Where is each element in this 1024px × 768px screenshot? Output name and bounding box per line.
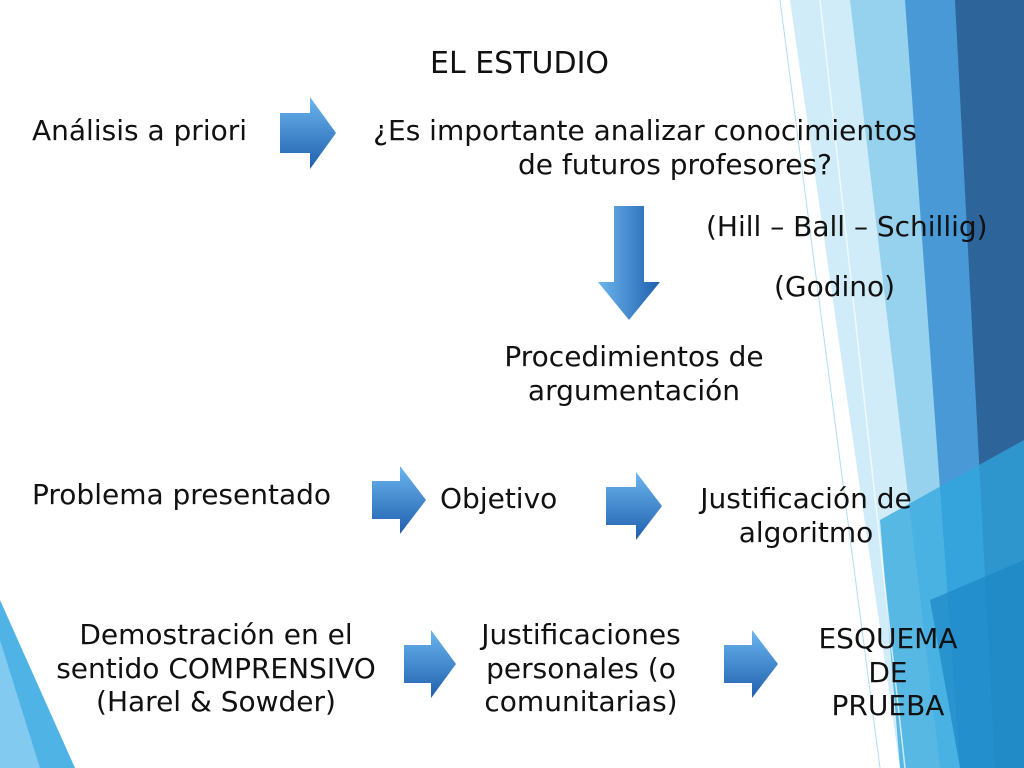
right-arrow-icon bbox=[724, 630, 778, 698]
left-accent-triangle-light bbox=[0, 640, 40, 768]
node-esquema-line1: ESQUEMA bbox=[818, 622, 958, 655]
node-esquema-de-prueba: ESQUEMA DE PRUEBA bbox=[800, 622, 976, 723]
thin-accent-line bbox=[819, 0, 906, 768]
reference-godino: (Godino) bbox=[774, 270, 896, 303]
right-arrow-icon bbox=[404, 630, 456, 698]
node-demostracion-line2: sentido COMPRENSIVO bbox=[56, 651, 376, 685]
node-esquema-line2: DE bbox=[868, 655, 908, 689]
node-procedimientos: Procedimientos de argumentación bbox=[474, 340, 794, 407]
right-arrow-icon bbox=[280, 97, 336, 169]
node-esquema-line3: PRUEBA bbox=[831, 689, 945, 723]
node-personales-line3: comunitarias) bbox=[484, 685, 678, 719]
node-personales-line2: personales (o bbox=[486, 651, 676, 685]
node-procedimientos-line1: Procedimientos de bbox=[504, 340, 764, 373]
node-justificacion-algoritmo: Justificación de algoritmo bbox=[676, 482, 936, 549]
right-arrow-icon bbox=[372, 466, 426, 534]
node-demostracion-line1: Demostración en el bbox=[79, 618, 353, 651]
right-bottom-wedge-light bbox=[930, 560, 1024, 768]
slide-title: EL ESTUDIO bbox=[430, 46, 610, 81]
node-objetivo: Objetivo bbox=[440, 482, 558, 515]
node-justificacion-line2: algoritmo bbox=[738, 515, 874, 549]
node-personales-line1: Justificaciones bbox=[481, 618, 681, 651]
node-pregunta: ¿Es importante analizar conocimientos de… bbox=[348, 114, 942, 181]
node-procedimientos-line2: argumentación bbox=[527, 373, 741, 407]
reference-hill-ball-schillig: (Hill – Ball – Schillig) bbox=[706, 210, 988, 243]
right-arrow-icon bbox=[606, 472, 662, 540]
node-analisis-a-priori: Análisis a priori bbox=[32, 114, 248, 147]
node-pregunta-line2: de futuros profesores? bbox=[518, 147, 832, 181]
node-justificacion-line1: Justificación de bbox=[700, 482, 912, 515]
thin-accent-line-2 bbox=[779, 0, 881, 768]
down-arrow-icon bbox=[598, 206, 660, 320]
node-problema-presentado: Problema presentado bbox=[32, 478, 332, 511]
node-demostracion-line3: (Harel & Sowder) bbox=[96, 685, 336, 719]
node-demostracion: Demostración en el sentido COMPRENSIVO (… bbox=[40, 618, 392, 719]
node-justificaciones-personales: Justificaciones personales (o comunitari… bbox=[458, 618, 704, 719]
node-pregunta-line1: ¿Es importante analizar conocimientos bbox=[373, 114, 917, 147]
